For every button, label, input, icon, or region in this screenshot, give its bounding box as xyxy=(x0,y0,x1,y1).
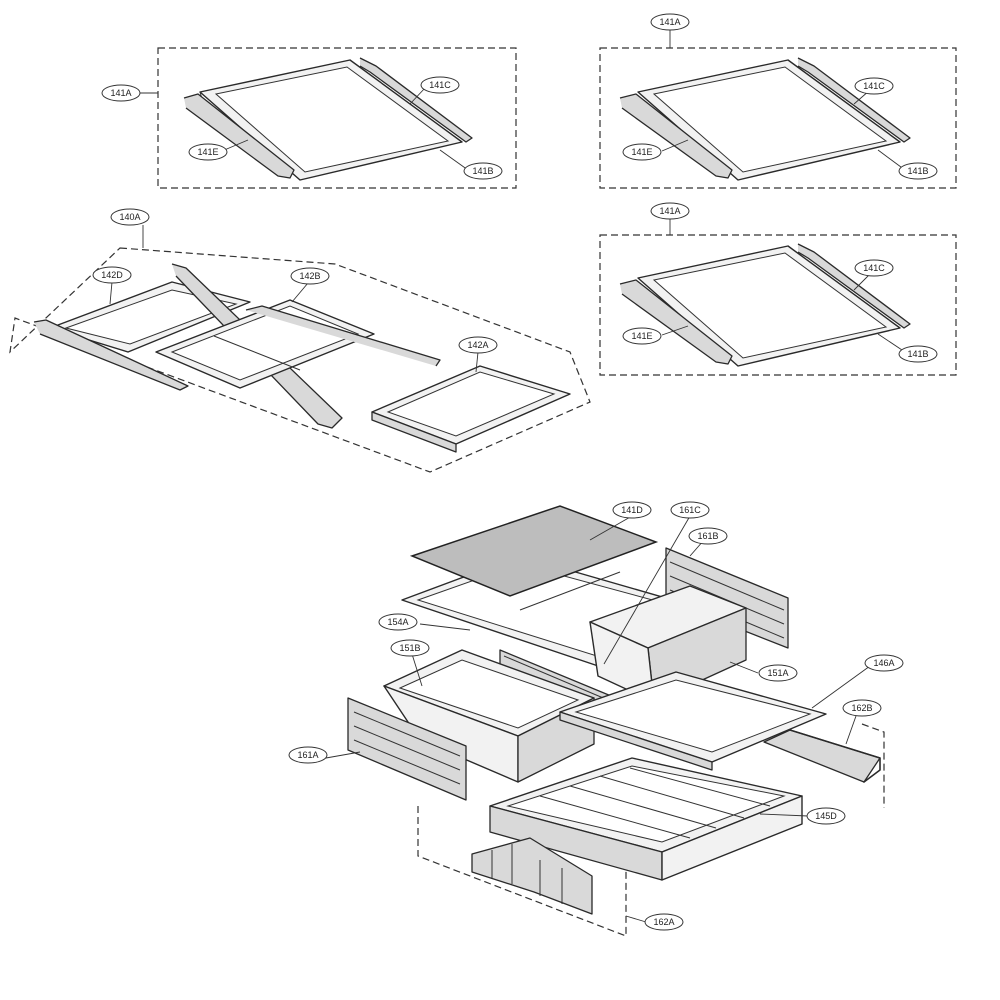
label-151a: 151A xyxy=(767,668,788,678)
label-140a: 140A xyxy=(119,212,140,222)
guide-162b xyxy=(861,723,885,808)
label-161c: 161C xyxy=(679,505,701,515)
shelf-glass-panel xyxy=(652,252,888,359)
right-rail xyxy=(797,57,911,143)
shelf-assembly-141a-lower-right: 141A 141C 141E 141B xyxy=(599,202,957,376)
label-141e: 141E xyxy=(631,147,652,157)
label-141c: 141C xyxy=(863,81,885,91)
label-141e: 141E xyxy=(631,331,652,341)
label-161b: 161B xyxy=(697,531,718,541)
label-154a: 154A xyxy=(387,617,408,627)
label-141e: 141E xyxy=(197,147,218,157)
label-141d: 141D xyxy=(621,505,643,515)
group-frame-3 xyxy=(599,234,957,376)
shelf-glass-panel xyxy=(214,66,450,173)
label-161a: 161A xyxy=(297,750,318,760)
label-141a: 141A xyxy=(659,206,680,216)
glass-panel-141d xyxy=(409,505,659,597)
shelf-assembly-140a: 140A 142D 142B 142A xyxy=(9,208,591,473)
right-rail xyxy=(245,305,441,367)
left-rail xyxy=(619,93,733,179)
label-141a: 141A xyxy=(659,17,680,27)
left-rail xyxy=(183,93,295,179)
label-141c: 141C xyxy=(863,263,885,273)
right-rail xyxy=(359,57,473,143)
label-162a: 162A xyxy=(653,917,674,927)
label-142b: 142B xyxy=(299,271,320,281)
left-rail xyxy=(619,279,733,365)
group-frame-1 xyxy=(157,47,517,189)
label-151b: 151B xyxy=(399,643,420,653)
shelf-assembly-141a-left: 141A 141C 141E 141B xyxy=(101,47,517,189)
group-frame-2 xyxy=(599,47,957,189)
label-141b: 141B xyxy=(907,349,928,359)
shelf-glass-panel xyxy=(652,66,888,173)
label-145d: 145D xyxy=(815,811,837,821)
label-141b: 141B xyxy=(907,166,928,176)
group-frame-4 xyxy=(9,247,591,473)
label-141a: 141A xyxy=(110,88,131,98)
label-141c: 141C xyxy=(429,80,451,90)
guide-162a xyxy=(417,806,627,937)
shelf-assembly-141a-upper-right: 141A 141C 141E 141B xyxy=(599,13,957,189)
crisper-drawer-assembly: 141D 161C 161B 154A 151B 151A 146A 162B … xyxy=(288,501,904,937)
rail-cover-162b xyxy=(763,729,881,783)
left-rail xyxy=(33,319,189,391)
label-146a: 146A xyxy=(873,658,894,668)
right-rail xyxy=(797,243,911,329)
label-142a: 142A xyxy=(467,340,488,350)
label-162b: 162B xyxy=(851,703,872,713)
label-142d: 142D xyxy=(101,270,123,280)
label-141b: 141B xyxy=(472,166,493,176)
